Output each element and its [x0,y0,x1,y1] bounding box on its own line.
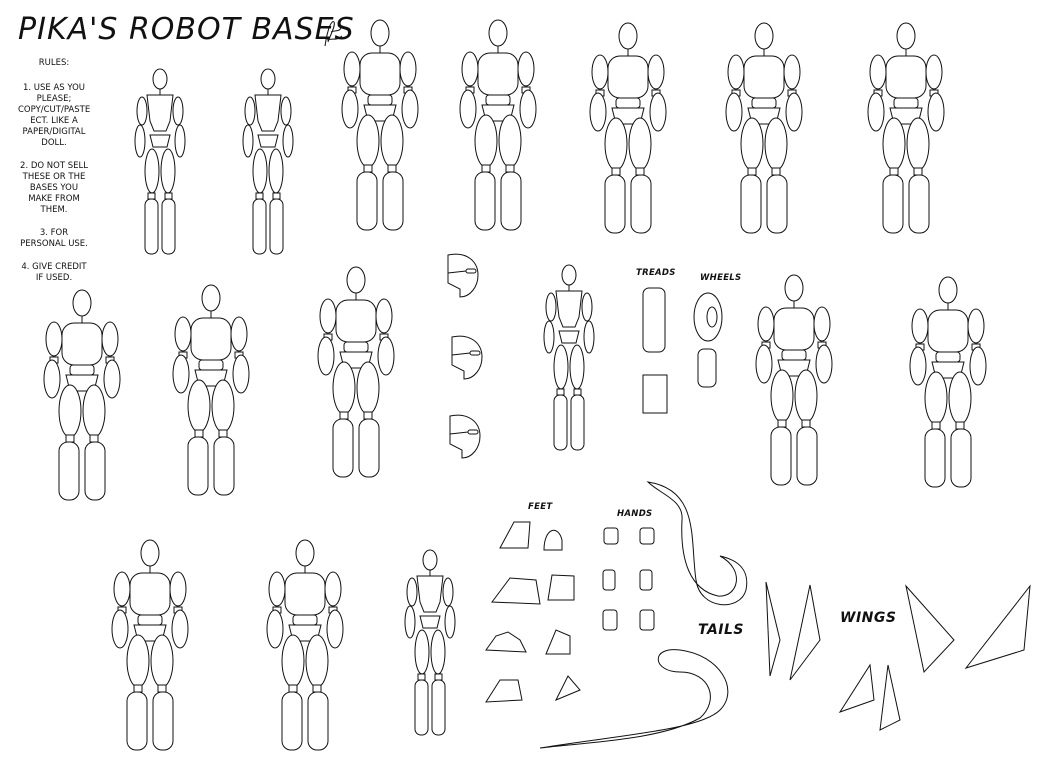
hand-piece [603,527,619,545]
robot-figure [755,274,833,486]
robot-figure [317,266,395,478]
robot-figure [266,539,344,751]
hand-piece [602,609,618,631]
wheel-hub [706,306,718,328]
robot-figure [242,68,294,255]
wing-piece [765,581,781,677]
head-sideview [451,335,483,380]
rule-item-4: 4. GIVE CREDIT IF USED. [21,262,87,283]
robot-figure [172,284,250,496]
foot-piece [545,629,571,655]
wing-piece [964,584,1031,669]
robot-figure [909,276,987,488]
tread-piece [642,287,666,353]
foot-piece [485,679,523,703]
robot-figure [459,19,537,231]
foot-piece [491,577,541,605]
treads-label: TREADS [636,268,676,278]
wheel-side [697,348,717,388]
robot-figure [589,22,667,234]
hand-piece [639,527,655,545]
wheels-label: WHEELS [700,273,742,283]
foot-piece [499,521,531,549]
wing-piece [838,663,875,713]
robot-figure [543,264,595,451]
foot-piece [547,574,575,601]
foot-piece [543,529,563,551]
hands-label: HANDS [617,509,653,519]
feet-label: FEET [528,502,553,512]
page-title: PIKA'S ROBOT BASES [18,12,355,47]
artist-signature [324,21,343,47]
wings-label: WINGS [840,610,897,626]
head-sideview [449,414,481,459]
robot-figure [111,539,189,751]
head-sideview [447,253,479,298]
tail-piece [646,481,748,606]
hand-piece [602,569,616,591]
hand-piece [639,609,655,631]
wing-piece [905,584,955,674]
rules-heading: RULES: [38,58,70,68]
tail-piece [539,649,729,749]
wing-piece [879,664,901,731]
foot-piece [554,675,581,701]
wing-piece [789,584,821,681]
rule-item-2: 2. DO NOT SELL THESE OR THE BASES YOU MA… [20,161,88,215]
rule-item-1: 1. USE AS YOU PLEASE; COPY/CUT/PASTE ECT… [18,83,91,148]
hand-piece [639,569,653,591]
tread-flat [642,374,668,414]
robot-figure [404,549,456,736]
rule-item-3: 3. FOR PERSONAL USE. [20,228,88,249]
robot-figure [867,22,945,234]
foot-piece [485,631,527,653]
tails-label: TAILS [698,622,745,638]
robot-figure [725,22,803,234]
robot-figure [43,289,121,501]
rules-block: RULES: 1. USE AS YOU PLEASE; COPY/CUT/PA… [18,58,90,296]
robot-figure [134,68,186,255]
robot-figure [341,19,419,231]
